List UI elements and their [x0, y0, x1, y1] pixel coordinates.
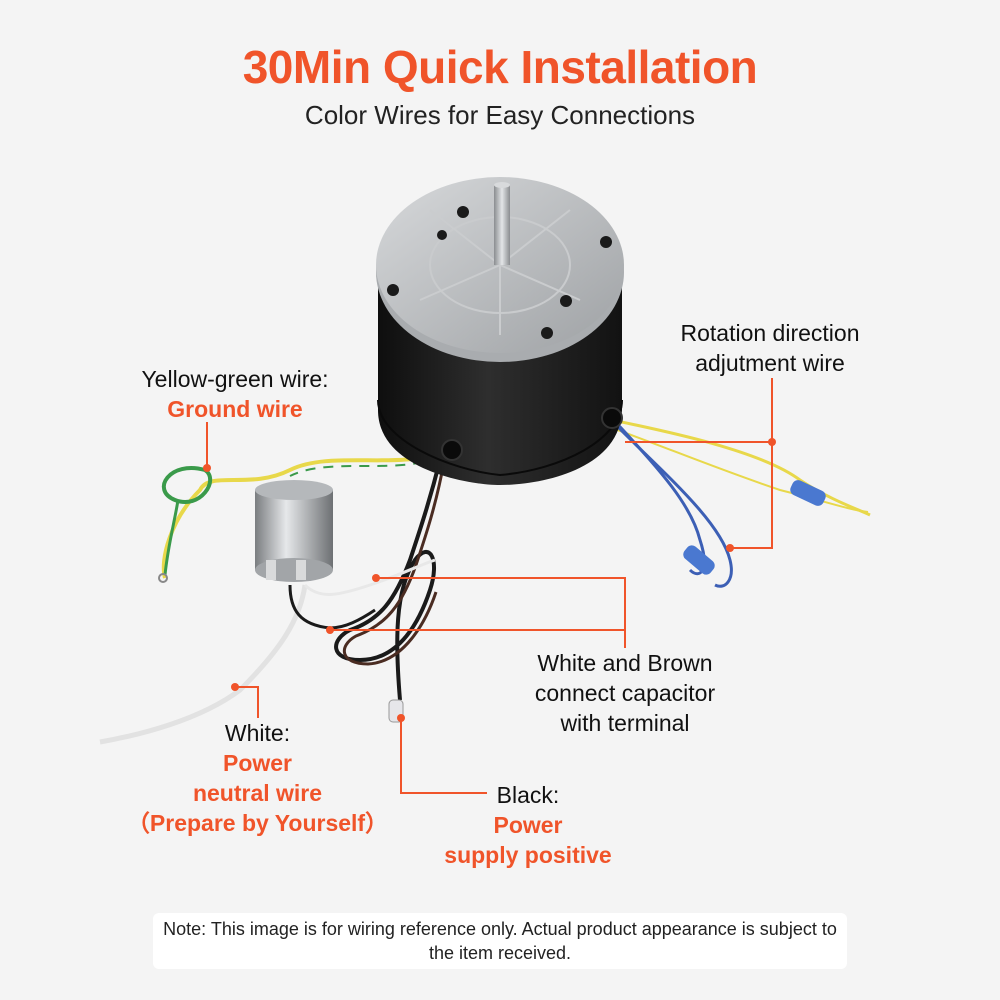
callout-white-line2: Power [222, 750, 293, 776]
callout-capacitor-line1: White and Brown [537, 650, 713, 676]
leader-lines [206, 378, 773, 794]
white-wire [99, 584, 308, 745]
callout-black-line3: supply positive [444, 842, 612, 868]
callout-white-wire: White: Power neutral wire （Prepare by Yo… [115, 718, 400, 838]
fan-motor [376, 177, 624, 485]
callout-capacitor-line3: with terminal [560, 710, 690, 736]
callout-ground-wire: Yellow-green wire: Ground wire [110, 364, 360, 424]
callout-rotation-line2: adjutment wire [695, 350, 845, 376]
black-brown-wire-bundle [288, 459, 446, 723]
ground-wire [158, 450, 441, 583]
callout-white-line1: White: [224, 720, 291, 746]
callout-capacitor-line2: connect capacitor [534, 680, 716, 706]
callout-rotation-wire: Rotation direction adjutment wire [652, 318, 888, 378]
callout-black-line1: Black: [496, 782, 560, 808]
callout-capacitor-wires: White and Brown connect capacitor with t… [505, 648, 745, 738]
page-title: 30Min Quick Installation [242, 41, 758, 93]
callout-black-wire: Black: Power supply positive [428, 780, 628, 870]
leader-dots [203, 438, 776, 722]
callout-black-line2: Power [493, 812, 563, 838]
rotation-wires [610, 416, 871, 588]
callout-ground-line1: Yellow-green wire: [141, 366, 329, 392]
page-subtitle: Color Wires for Easy Connections [304, 100, 696, 130]
callout-rotation-line1: Rotation direction [680, 320, 860, 346]
callout-white-line4: （Prepare by Yourself） [126, 810, 389, 836]
callout-ground-line2: Ground wire [167, 396, 303, 422]
disclaimer-note: Note: This image is for wiring reference… [153, 913, 847, 969]
capacitor [255, 480, 333, 582]
callout-white-line3: neutral wire [192, 780, 323, 806]
